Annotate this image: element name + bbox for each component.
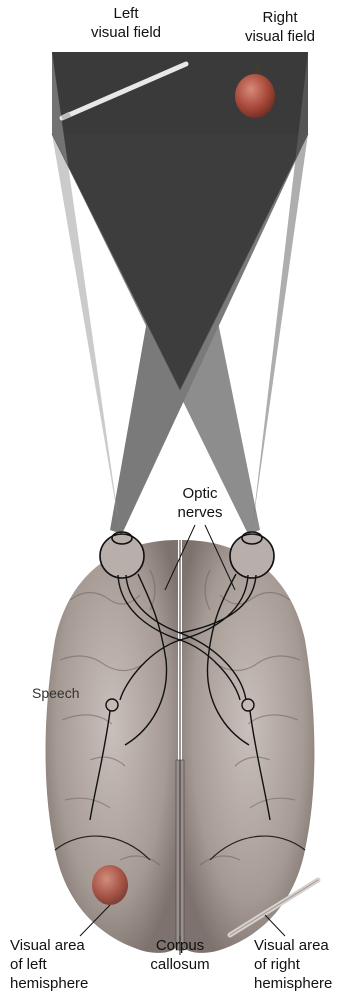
- right-eye: [230, 532, 274, 578]
- speech-label: Speech: [32, 684, 79, 703]
- brain: [46, 540, 315, 955]
- left-eye: [100, 532, 144, 578]
- apple-left-hemisphere-icon: [92, 865, 128, 905]
